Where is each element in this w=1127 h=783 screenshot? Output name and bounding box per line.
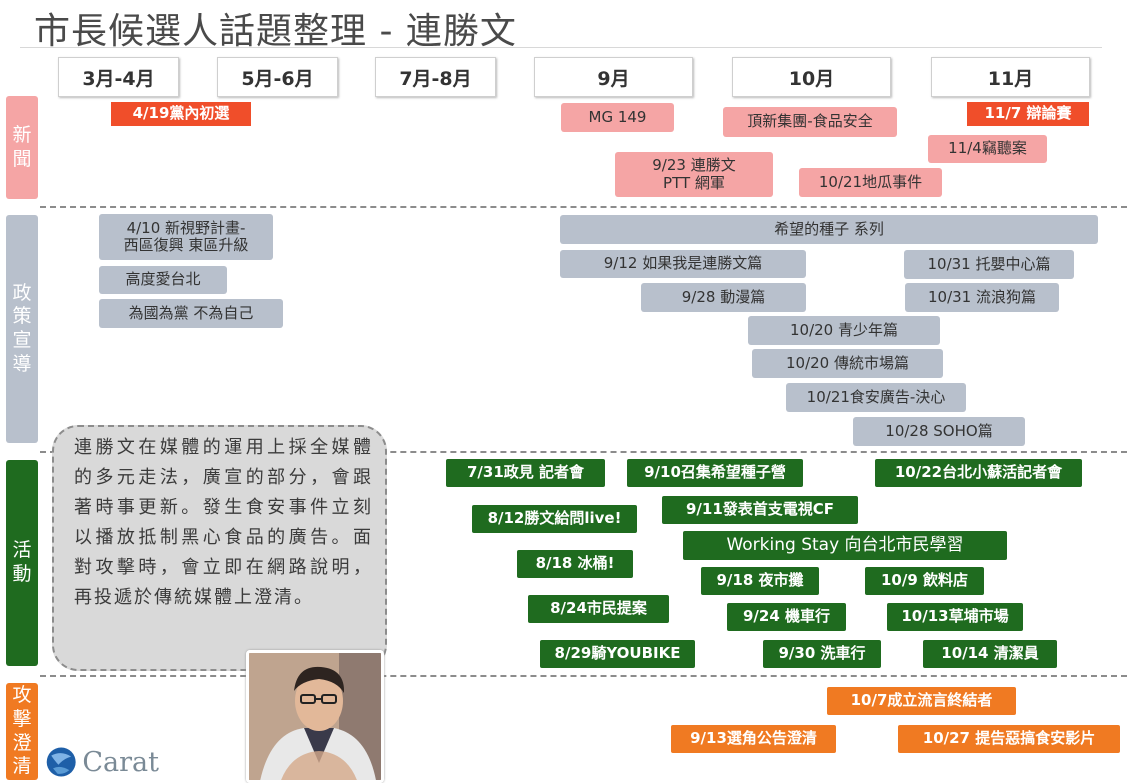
policy-item-two-line: 4/10 新視野計畫- 西區復興 東區升級 [99,214,273,260]
category-news-char: 新 [12,123,32,146]
month-header-nov: 11月 [931,57,1090,97]
month-header-oct: 10月 [732,57,891,97]
activity-item: 9/11發表首支電視CF [662,496,858,524]
category-policy-char: 政 [12,281,32,304]
section-divider [40,451,1127,453]
logo-text: Carat [82,746,159,778]
policy-item-line: 西區復興 東區升級 [123,236,249,254]
news-item: 11/4竊聽案 [928,135,1047,163]
category-attack-char: 清 [12,755,32,778]
category-policy-char: 策 [12,305,32,328]
activity-item: 8/24市民提案 [528,595,669,623]
news-item: MG 149 [561,103,674,132]
news-item-line: PTT 網軍 [663,173,725,192]
summary-note: 連勝文在媒體的運用上採全媒體的多元走法，廣宣的部分，會跟著時事更新。發生食安事件… [52,425,387,671]
policy-item-line: 4/10 新視野計畫- [126,218,246,237]
policy-item: 10/20 傳統市場篇 [752,349,943,378]
activity-item: 10/9 飲料店 [865,567,984,595]
policy-item: 10/31 流浪狗篇 [905,283,1059,312]
activity-item: 8/12勝文給問live! [472,505,637,533]
category-activity: 活 動 [6,460,38,666]
policy-item: 10/28 SOHO篇 [853,417,1025,446]
category-news: 新 聞 [6,96,38,199]
title-divider [20,47,1102,48]
news-item: 4/19黨內初選 [111,102,251,126]
category-attack-char: 澄 [12,731,32,754]
activity-item: 10/13草埔市場 [887,603,1023,631]
news-item-line: 9/23 連勝文 [652,156,736,175]
policy-item: 為國為黨 不為自己 [99,299,283,328]
policy-item: 10/31 托嬰中心篇 [904,250,1074,279]
category-activity-char: 動 [12,563,32,585]
category-policy: 政 策 宣 導 [6,215,38,443]
section-divider [40,675,1127,677]
month-header-sep: 9月 [534,57,693,97]
attack-item: 10/7成立流言終結者 [827,687,1016,715]
person-photo-illustration [249,653,381,780]
news-item: 10/21地瓜事件 [799,168,942,197]
category-activity-char: 活 [12,539,32,562]
month-header-may-jun: 5月-6月 [217,57,338,97]
category-attack-char: 擊 [12,707,32,730]
month-header-jul-aug: 7月-8月 [375,57,496,97]
policy-item: 10/20 青少年篇 [748,316,940,345]
section-divider [40,206,1127,208]
category-policy-char: 宣 [12,329,32,351]
policy-item: 10/21食安廣告-決心 [786,383,966,412]
activity-item: Working Stay 向台北市民學習 [683,531,1007,560]
person-photo [246,650,384,783]
activity-item: 10/22台北小蘇活記者會 [875,459,1082,487]
policy-item: 9/12 如果我是連勝文篇 [560,250,806,278]
activity-item: 9/10召集希望種子營 [627,459,803,487]
attack-item: 9/13選角公告澄清 [671,725,836,753]
category-news-char: 聞 [12,147,32,170]
carat-logo: Carat [44,743,159,781]
activity-item: 8/29騎YOUBIKE [540,640,695,668]
policy-item: 高度愛台北 [99,266,227,294]
carat-globe-icon [46,747,76,777]
news-item: 11/7 辯論賽 [967,102,1089,126]
activity-item: 9/18 夜市攤 [701,567,819,595]
category-attack-char: 攻 [12,684,32,706]
page-title: 市長候選人話題整理 - 連勝文 [34,11,517,52]
activity-item: 7/31政見 記者會 [446,459,605,487]
news-item-two-line: 9/23 連勝文 PTT 網軍 [615,152,773,197]
activity-item: 9/24 機車行 [727,603,846,631]
attack-item: 10/27 提告惡搞食安影片 [898,725,1120,753]
news-item: 頂新集團-食品安全 [723,107,897,137]
category-attack: 攻 擊 澄 清 [6,683,38,780]
month-header-mar-apr: 3月-4月 [58,57,179,97]
activity-item: 10/14 清潔員 [923,640,1057,668]
policy-item: 9/28 動漫篇 [641,283,806,312]
activity-item: 9/30 洗車行 [763,640,881,668]
policy-item: 希望的種子 系列 [560,215,1098,244]
activity-item: 8/18 冰桶! [517,550,633,578]
category-policy-char: 導 [12,352,32,375]
